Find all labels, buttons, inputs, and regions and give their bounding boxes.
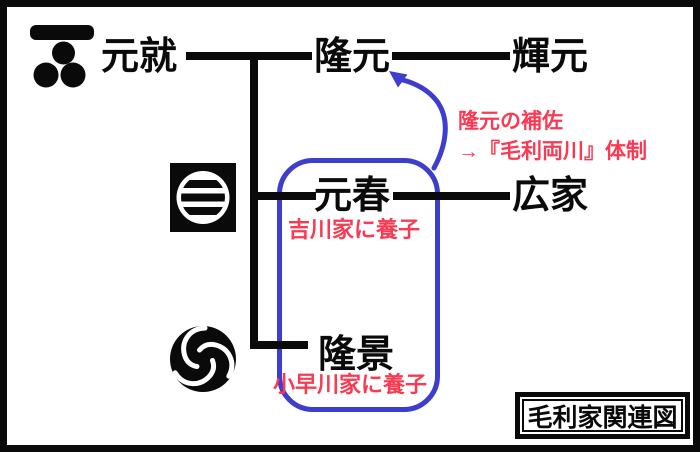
person-hiroie: 広家 — [512, 175, 589, 217]
ryosen-group-box — [277, 158, 440, 412]
diagram-caption-box: 毛利家関連図 — [515, 392, 690, 439]
arrow-shaft — [400, 77, 448, 171]
kobayakawa-clan-crest-icon — [170, 325, 236, 392]
ryosen-annotation: 隆元の補佐 →『毛利両川』体制 — [458, 107, 647, 167]
arrow-head — [389, 71, 408, 88]
note-takakage-adoption: 小早川家に養子 — [273, 372, 428, 397]
annotation-line2: →『毛利両川』体制 — [458, 140, 647, 163]
person-takamoto: 隆元 — [314, 36, 391, 78]
person-motoharu: 元春 — [314, 175, 391, 217]
person-terumoto: 輝元 — [512, 36, 589, 78]
ryosen-support-arrow — [389, 71, 448, 171]
note-motoharu-adoption: 吉川家に養子 — [288, 217, 421, 242]
person-motonari: 元就 — [101, 36, 178, 78]
line-motonari-takamoto — [186, 52, 312, 60]
mori-clan-crest-icon — [30, 25, 94, 88]
diagram-caption-label: 毛利家関連図 — [522, 399, 683, 432]
person-takakage: 隆景 — [318, 334, 395, 376]
annotation-line1: 隆元の補佐 — [458, 110, 563, 133]
trunk-line — [250, 52, 258, 349]
kikkawa-clan-crest-icon — [170, 163, 236, 232]
line-takamoto-terumoto — [392, 52, 510, 60]
